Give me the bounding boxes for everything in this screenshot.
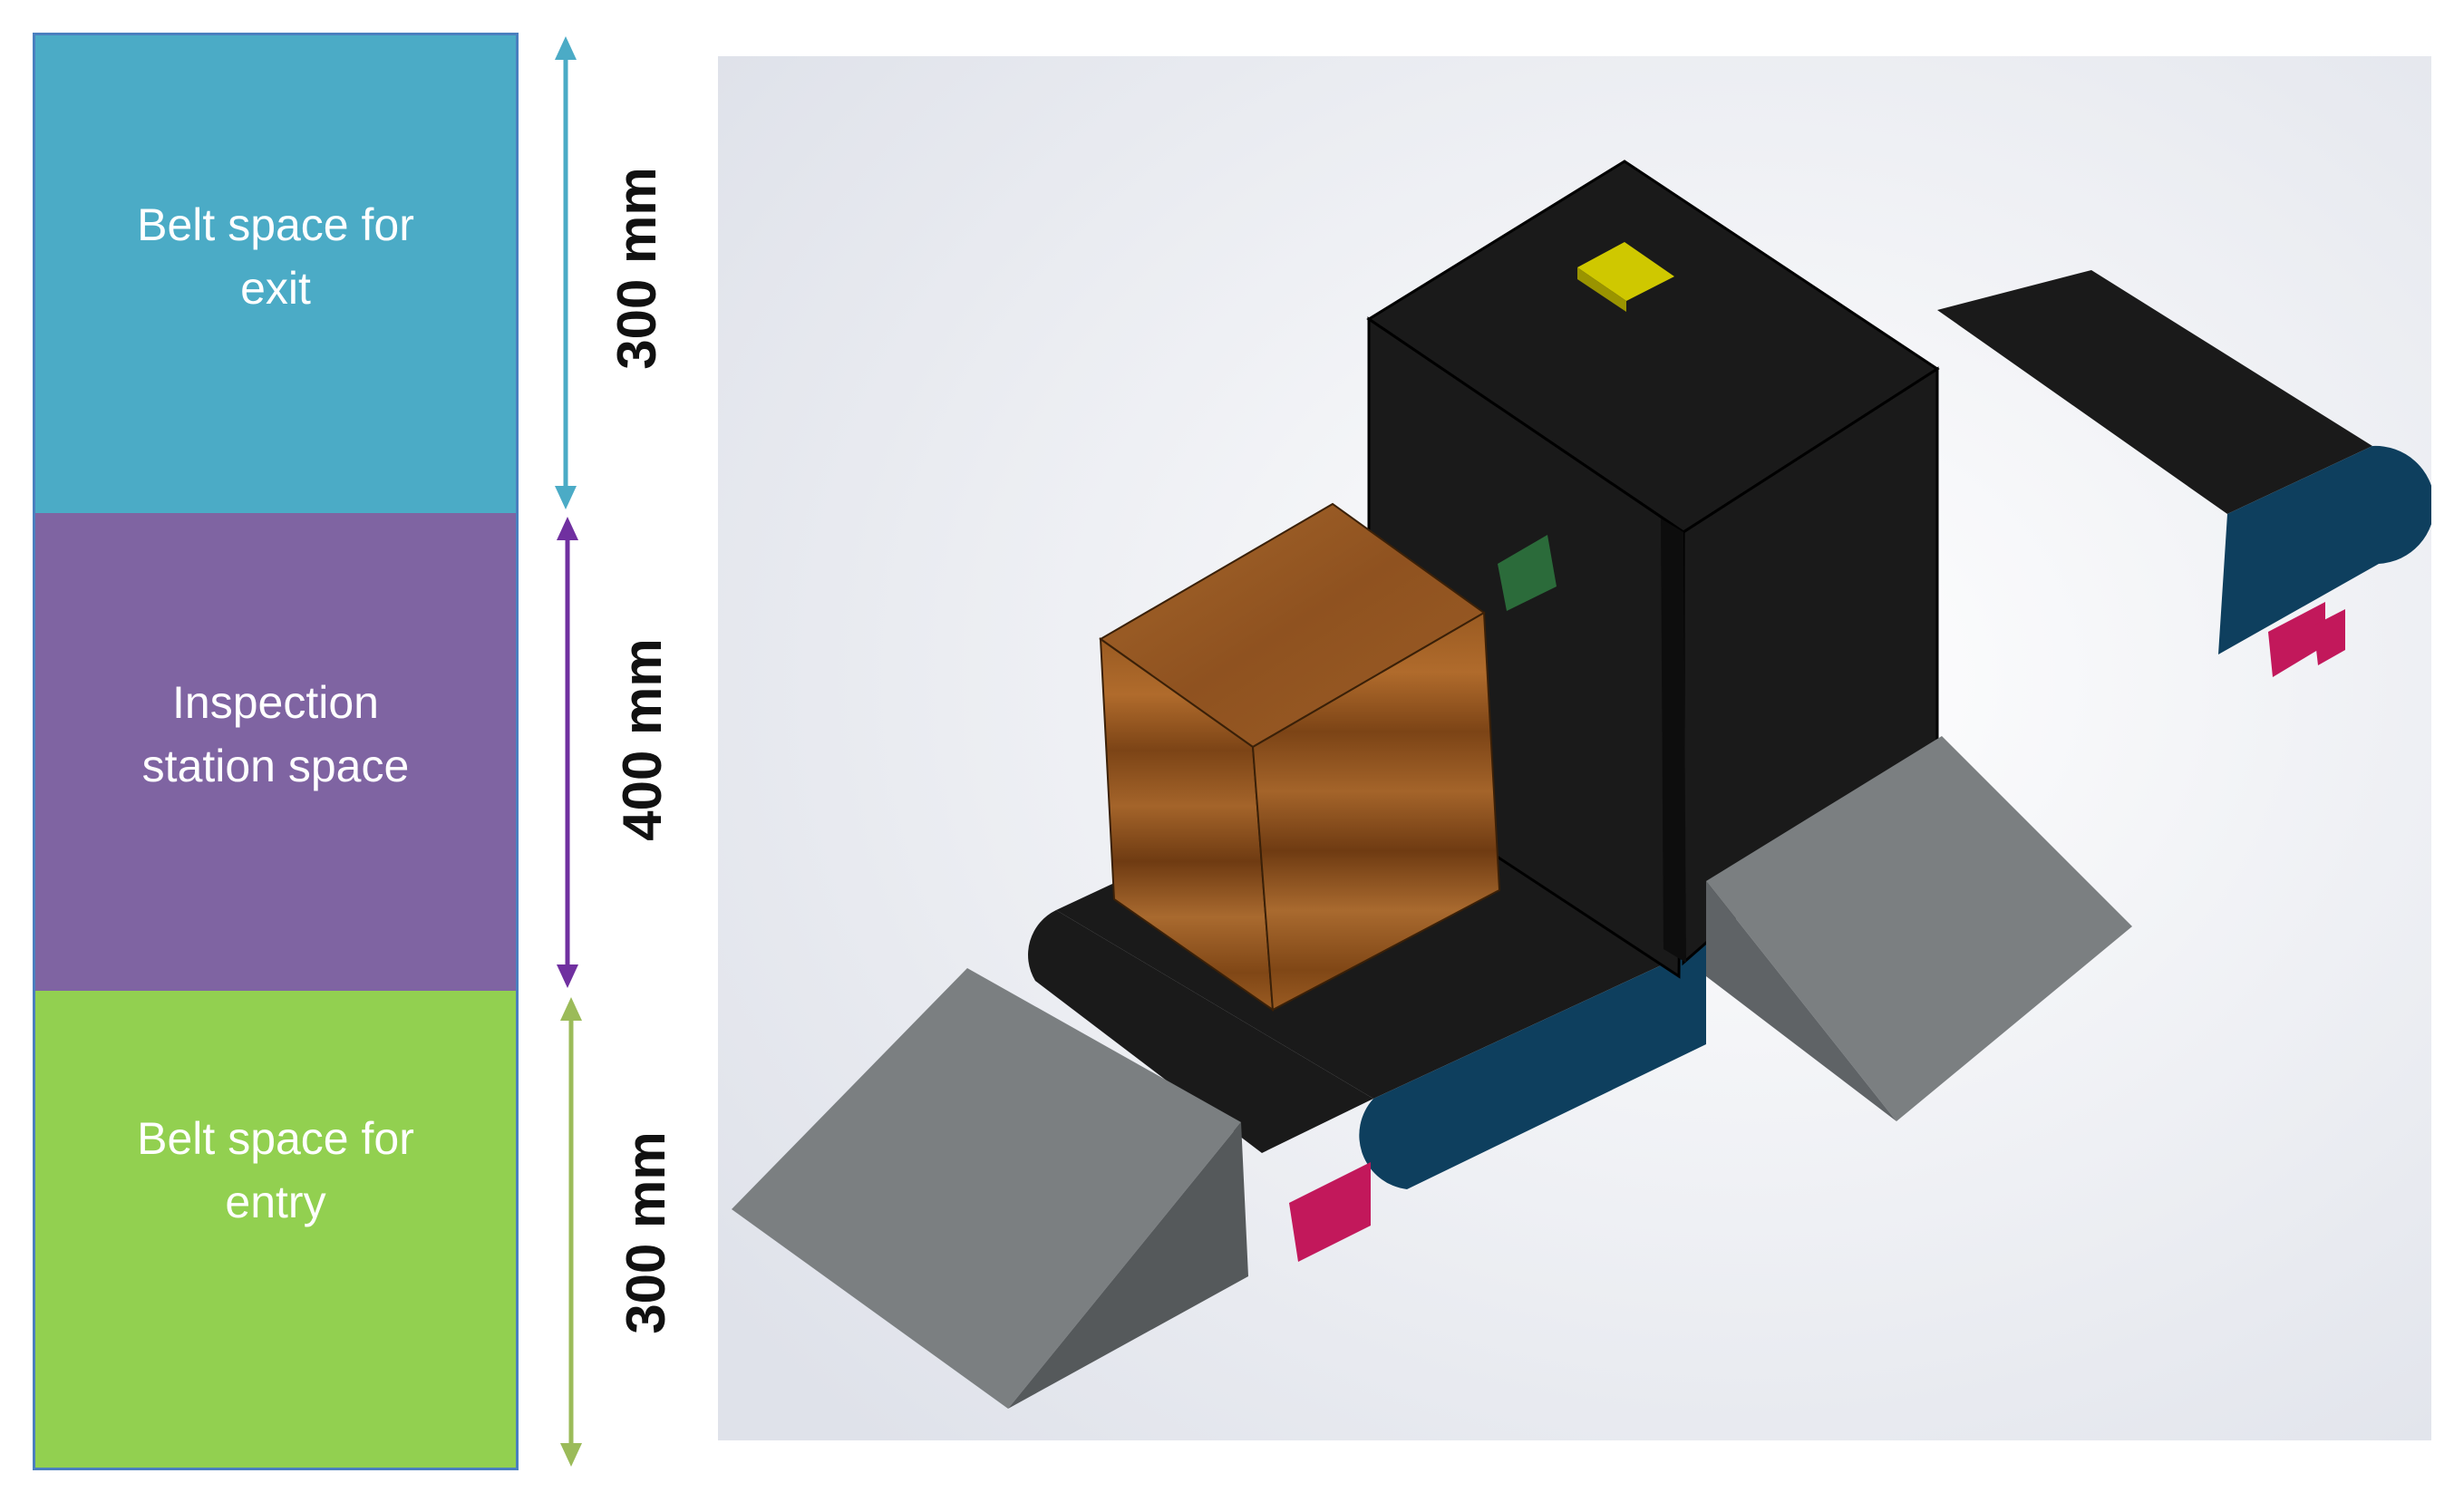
dimension-arrow-exit xyxy=(555,36,577,509)
layout-column: Belt space for exit Inspection station s… xyxy=(33,33,519,1470)
entry-ramp xyxy=(732,968,1248,1409)
dimension-label-inspection: 400 mm xyxy=(611,638,673,841)
dimension-arrow-entry xyxy=(560,997,582,1467)
zone-entry-label: Belt space for entry xyxy=(137,1113,414,1227)
zone-exit-label: Belt space for exit xyxy=(137,199,414,314)
exit-conveyor xyxy=(1937,270,2431,677)
exit-ramp xyxy=(1706,736,2132,1121)
dimension-label-exit: 300 mm xyxy=(606,167,667,370)
dimension-arrow-inspection xyxy=(557,517,578,988)
dimension-label-entry: 300 mm xyxy=(615,1131,676,1334)
dimension-arrows xyxy=(555,36,582,1467)
machine-render xyxy=(718,56,2431,1440)
camera-icon xyxy=(1498,535,1557,611)
zone-exit: Belt space for exit xyxy=(35,35,516,513)
zone-inspection: Inspection station space xyxy=(35,513,516,991)
machine-render-svg xyxy=(718,56,2431,1440)
zone-inspection-label: Inspection station space xyxy=(141,676,410,791)
sensor-module xyxy=(1577,242,1674,301)
zone-entry: Belt space for entry xyxy=(35,991,516,1468)
wooden-box xyxy=(1099,502,1501,1013)
